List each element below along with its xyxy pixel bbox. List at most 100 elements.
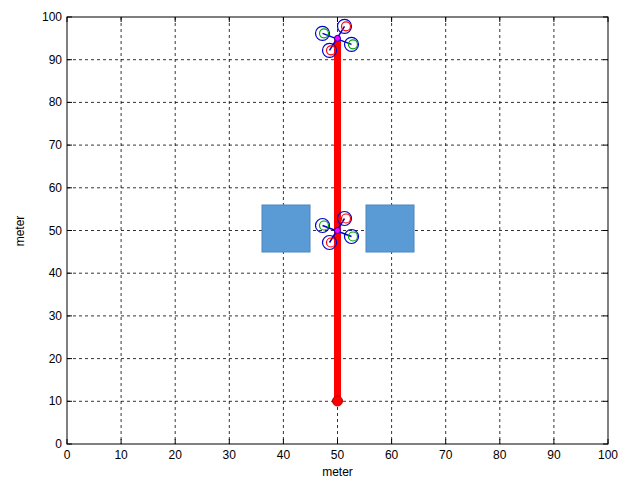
tick-marks (67, 17, 608, 444)
quad-body (335, 35, 341, 41)
tick-mark (603, 102, 608, 103)
rotor-blade (342, 214, 351, 223)
rotor (323, 43, 337, 57)
x-tick-label: 50 (331, 449, 344, 461)
grid-line (553, 17, 554, 444)
rotor (316, 26, 330, 40)
tick-mark (499, 439, 500, 444)
tick-mark (67, 439, 68, 444)
tick-mark (608, 439, 609, 444)
obstacle-box (366, 205, 414, 252)
rotor-blade (349, 40, 358, 49)
tick-mark (67, 17, 68, 22)
rotor (345, 230, 359, 244)
y-tick-label: 80 (49, 96, 62, 108)
quadcopter-symbol (316, 19, 359, 57)
tick-mark (603, 59, 608, 60)
x-tick-label: 30 (223, 449, 236, 461)
tick-mark (603, 358, 608, 359)
tick-mark (553, 17, 554, 22)
tick-mark (121, 439, 122, 444)
tick-mark (175, 17, 176, 22)
tick-mark (391, 17, 392, 22)
tick-mark (603, 315, 608, 316)
tick-mark (445, 17, 446, 22)
obstacle-box (262, 205, 310, 252)
x-tick-label: 20 (169, 449, 182, 461)
x-tick-label: 100 (598, 449, 618, 461)
rotor-blade (327, 238, 336, 247)
tick-mark (67, 59, 72, 60)
tick-mark (67, 145, 72, 146)
grid-line (445, 17, 446, 444)
y-tick-label: 20 (49, 353, 62, 365)
tick-mark (67, 187, 72, 188)
x-tick-label: 10 (114, 449, 127, 461)
tick-mark (445, 439, 446, 444)
x-axis-title: meter (322, 466, 353, 478)
rotor-blade (327, 46, 336, 55)
tick-mark (603, 444, 608, 445)
rotor (316, 219, 330, 233)
rotor (338, 19, 352, 33)
quad-arm (330, 26, 345, 50)
tick-mark (603, 145, 608, 146)
tick-mark (603, 401, 608, 402)
tick-mark (67, 102, 72, 103)
y-tick-label: 0 (55, 438, 62, 450)
y-tick-label: 60 (49, 182, 62, 194)
y-tick-label: 40 (49, 267, 62, 279)
grid-line (499, 17, 500, 444)
start-point (333, 396, 343, 406)
grid-lines (67, 17, 608, 444)
rotor (345, 37, 359, 51)
rotor-blade (342, 22, 351, 31)
plot-ground (67, 17, 608, 444)
y-tick-label: 90 (49, 54, 62, 66)
tick-mark (608, 17, 609, 22)
tick-mark (121, 17, 122, 22)
x-tick-label: 80 (493, 449, 506, 461)
tick-mark (67, 444, 72, 445)
tick-mark (67, 273, 72, 274)
y-tick-label: 30 (49, 310, 62, 322)
tick-mark (67, 358, 72, 359)
tick-mark (175, 439, 176, 444)
rotor (338, 212, 352, 226)
quad-arm (330, 219, 345, 243)
axes-box (67, 17, 608, 444)
rotor-blade (320, 221, 329, 230)
y-axis-title: meter (14, 215, 26, 246)
y-tick-label: 100 (42, 11, 62, 23)
tick-mark (67, 315, 72, 316)
tick-mark (391, 439, 392, 444)
quadcopter-symbol (316, 212, 359, 250)
tick-mark (67, 401, 72, 402)
tick-mark (229, 17, 230, 22)
tick-mark (283, 17, 284, 22)
y-tick-label: 10 (49, 395, 62, 407)
tick-mark (603, 273, 608, 274)
rotor-blade (320, 29, 329, 38)
tick-mark (283, 439, 284, 444)
tick-mark (229, 439, 230, 444)
x-tick-label: 0 (64, 449, 71, 461)
tick-mark (337, 17, 338, 22)
x-tick-label: 70 (439, 449, 452, 461)
x-tick-label: 40 (277, 449, 290, 461)
tick-mark (603, 17, 608, 18)
quad-body (335, 228, 341, 234)
x-tick-label: 60 (385, 449, 398, 461)
tick-mark (603, 230, 608, 231)
tick-mark (603, 187, 608, 188)
x-tick-label: 90 (547, 449, 560, 461)
rotor-blade (349, 232, 358, 241)
tick-mark (337, 439, 338, 444)
tick-mark (499, 17, 500, 22)
y-tick-label: 70 (49, 139, 62, 151)
tick-mark (67, 17, 72, 18)
rotor (323, 236, 337, 250)
y-tick-label: 50 (49, 225, 62, 237)
tick-mark (553, 439, 554, 444)
